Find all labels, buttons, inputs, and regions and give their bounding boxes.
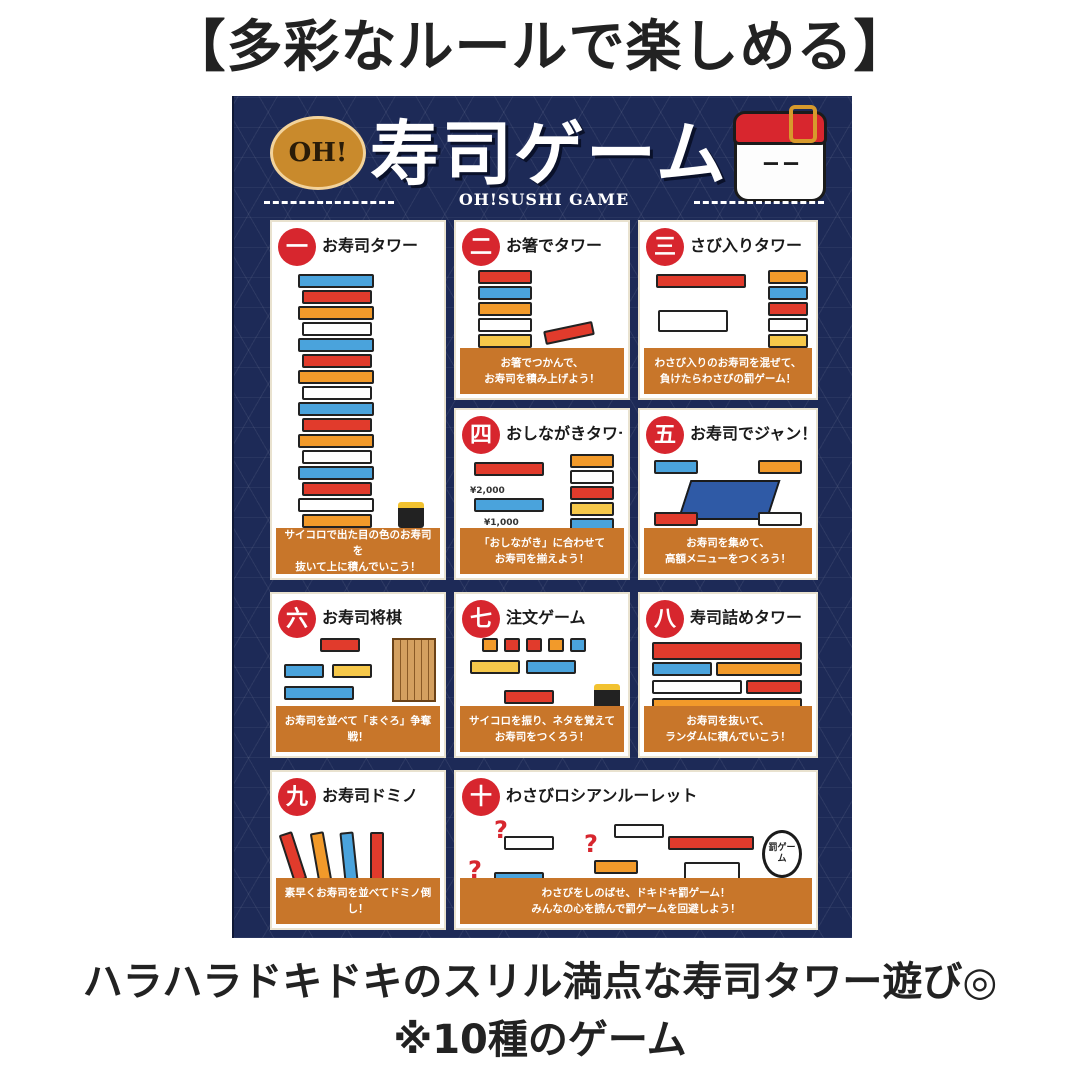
panel-number: 三 [646, 228, 684, 266]
panel-title: さび入りタワー [690, 236, 803, 255]
panel-title: 寿司詰めタワー [690, 608, 803, 627]
panel-title: お箸でタワー [506, 236, 603, 255]
panel-caption: 素早くお寿司を並べてドミノ倒し！ [276, 878, 440, 924]
panel-title: お寿司タワー [322, 236, 419, 255]
panel-caption: お寿司を集めて、 高額メニューをつくろう！ [644, 528, 812, 574]
chopsticks-illustration [464, 266, 620, 348]
panel-10: 十 わさびロシアンルーレット ? ? ? 罰ゲーム わさびをしのばせ、ドキドキ罰… [454, 770, 818, 930]
panel-6: 六 お寿司将棋 お寿司を並べて「まぐろ」争奪戦！ [270, 592, 446, 758]
panel-number: 四 [462, 416, 500, 454]
wasabi-tower-illustration [648, 266, 808, 348]
sushi-shogi-illustration [280, 638, 436, 702]
panel-caption: わさびをしのばせ、ドキドキ罰ゲーム！ みんなの心を読んで罰ゲームを回避しよう！ [460, 878, 812, 924]
panel-title: お寿司将棋 [322, 608, 403, 627]
panel-caption: 「おしながき」に合わせて お寿司を揃えよう！ [460, 528, 624, 574]
panel-title: わさびロシアンルーレット [506, 786, 698, 805]
menu-tower-illustration: ¥2,000 ¥1,000 [464, 454, 620, 532]
panel-number: 八 [646, 600, 684, 638]
panel-caption: わさび入りのお寿司を混ぜて、 負けたらわさびの罰ゲーム！ [644, 348, 812, 394]
panel-title: お寿司でジャン！ [690, 424, 810, 443]
price-label: ¥2,000 [470, 486, 505, 496]
panel-number: 九 [278, 778, 316, 816]
panel-number: 二 [462, 228, 500, 266]
headline: 【多彩なルールで楽しめる】 [169, 15, 911, 80]
panel-9: 九 お寿司ドミノ 素早くお寿司を並べてドミノ倒し！ [270, 770, 446, 930]
panel-7: 七 注文ゲーム サイコロを振り、ネタを覚えて お寿司をつくろう！ [454, 592, 630, 758]
panel-title: おしながきタワー [506, 424, 622, 443]
logo-oh-badge: OH! [270, 116, 366, 190]
wasabi-roulette-illustration: ? ? ? 罰ゲーム [464, 816, 808, 886]
panel-caption: お箸でつかんで、 お寿司を積み上げよう！ [460, 348, 624, 394]
domino-illustration [278, 816, 436, 883]
penalty-stamp: 罰ゲーム [762, 830, 802, 878]
panel-title: 注文ゲーム [506, 608, 586, 627]
panel-caption: お寿司を抜いて、 ランダムに積んでいこう！ [644, 706, 812, 752]
logo-subtitle: OH!SUSHI GAME [234, 190, 854, 212]
panel-caption: サイコロで出た目の色のお寿司を 抜いて上に積んでいこう！ [276, 528, 440, 574]
logo-title: 寿司ゲーム [370, 112, 728, 195]
order-game-illustration [464, 638, 620, 710]
panel-title: お寿司ドミノ [322, 786, 419, 805]
dice-icon [594, 684, 620, 710]
panel-2: 二 お箸でタワー お箸でつかんで、 お寿司を積み上げよう！ [454, 220, 630, 400]
footer-line-1: ハラハラドキドキのスリル満点な寿司タワー遊び◎ [82, 959, 998, 1005]
sushi-tower-illustration [280, 266, 436, 528]
panel-1: 一 お寿司タワー サイコロで出た目の色のお寿司を 抜いて上に積んでいこう！ [270, 220, 446, 580]
panel-caption: お寿司を並べて「まぐろ」争奪戦！ [276, 706, 440, 752]
panel-number: 七 [462, 600, 500, 638]
panel-4: 四 おしながきタワー ¥2,000 ¥1,000 「おしながき」に合わせて お寿… [454, 408, 630, 580]
price-label: ¥1,000 [484, 518, 519, 528]
panel-3: 三 さび入りタワー わさび入りのお寿司を混ぜて、 負けたらわさびの罰ゲーム！ [638, 220, 818, 400]
game-box-poster: OH! 寿司ゲーム ▔ ▔ OH!SUSHI GAME 一 お寿司タワー [232, 96, 852, 938]
panel-number: 一 [278, 228, 316, 266]
sushi-jan-illustration [648, 454, 808, 526]
packed-tower-illustration [648, 638, 808, 712]
footer-line-2: ※10種のゲーム [393, 1017, 687, 1063]
footer-text: ハラハラドキドキのスリル満点な寿司タワー遊び◎ ※10種のゲーム [0, 952, 1080, 1076]
panel-number: 十 [462, 778, 500, 816]
panel-number: 六 [278, 600, 316, 638]
panel-8: 八 寿司詰めタワー お寿司を抜いて、 ランダムに積んでいこう！ [638, 592, 818, 758]
panel-5: 五 お寿司でジャン！ お寿司を集めて、 高額メニューをつくろう！ [638, 408, 818, 580]
panel-caption: サイコロを振り、ネタを覚えて お寿司をつくろう！ [460, 706, 624, 752]
panel-number: 五 [646, 416, 684, 454]
sushi-mascot-icon: ▔ ▔ [733, 105, 827, 202]
dice-icon [398, 502, 424, 528]
